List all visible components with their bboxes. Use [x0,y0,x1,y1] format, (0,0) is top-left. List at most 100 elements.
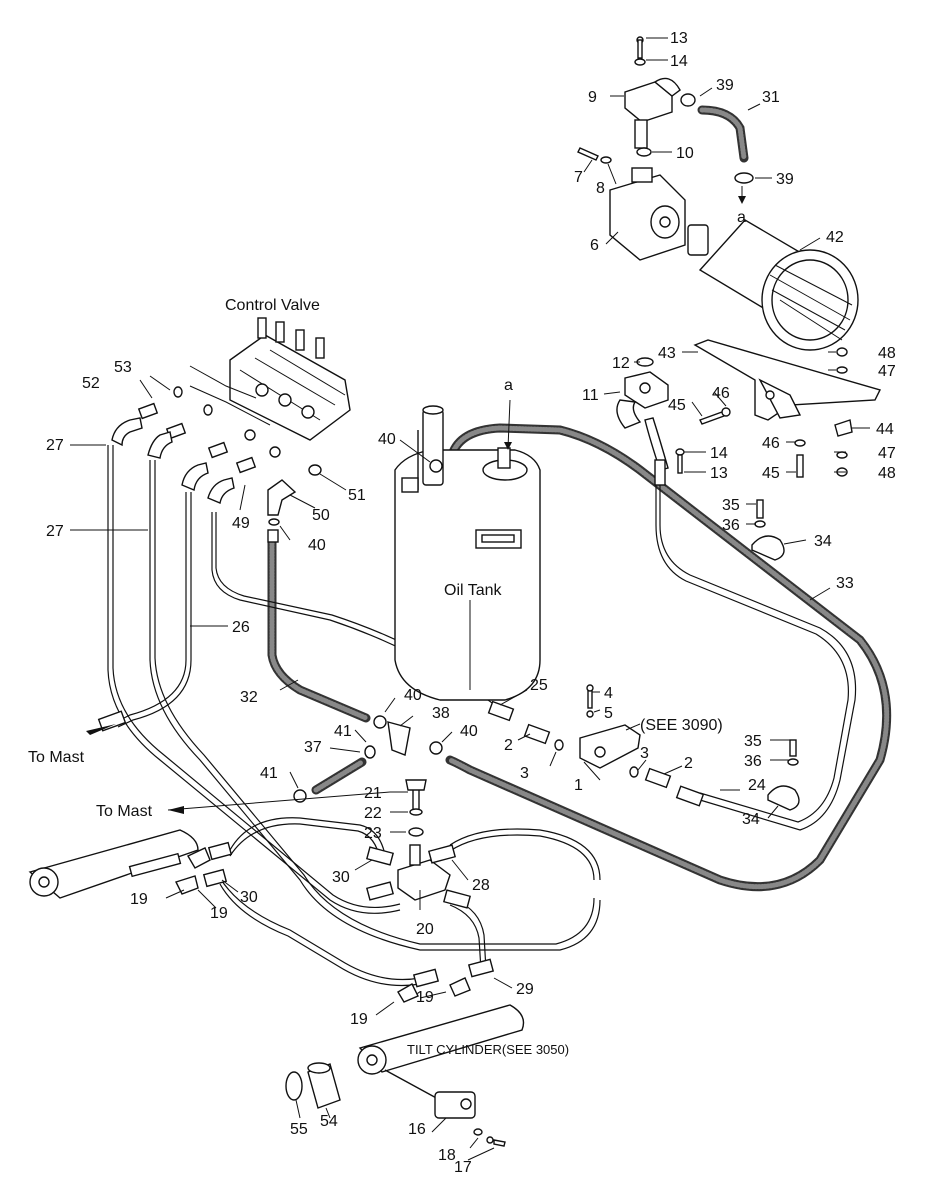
lift-cylinder [28,829,199,899]
callout-46: 46 [712,385,730,402]
callout-14: 14 [670,53,688,70]
cylinder-lines [219,817,601,987]
callout-48: 48 [878,345,896,362]
to-mast-caption-2: To Mast [96,803,153,820]
callout-17: 17 [454,1159,472,1176]
motor-42 [687,219,859,351]
callout-35: 35 [722,497,740,514]
arrow-a-tank [504,442,512,450]
callout-28: 28 [472,877,490,894]
to-mast-arrow-2 [168,806,184,814]
callout-40: 40 [404,687,422,704]
callout-48: 48 [878,465,896,482]
control-valve-caption: Control Valve [225,297,320,314]
ring-55 [285,1071,303,1101]
callout-41: 41 [260,765,278,782]
callout-34: 34 [814,533,832,550]
arrow-a-top [738,196,746,204]
callout-36: 36 [722,517,740,534]
callout-2: 2 [684,755,693,772]
hose-37 [311,757,367,795]
fitting-11 [616,371,669,429]
callout-24: 24 [748,777,766,794]
callout-31: 31 [762,89,780,106]
callout-19: 19 [416,989,434,1006]
callout-6: 6 [590,237,599,254]
suction-hose-33 [445,423,892,892]
callout-32: 32 [240,689,258,706]
callout-51: 51 [348,487,366,504]
callout-20: 20 [416,921,434,938]
callout-5: 5 [604,705,613,722]
callout-43: 43 [658,345,676,362]
callout-27: 27 [46,437,64,454]
callout-25: 25 [530,677,548,694]
callout-42: 42 [826,229,844,246]
callout-47: 47 [878,445,896,462]
connection-a-top: a [737,209,746,226]
callout-39: 39 [716,77,734,94]
callout-8: 8 [596,180,605,197]
see-3090-caption: (SEE 3090) [640,717,723,734]
callout-22: 22 [364,805,382,822]
oil-tank [394,405,541,701]
callout-23: 23 [364,825,382,842]
tilt-cylinder-caption: TILT CYLINDER(SEE 3050) [407,1042,569,1057]
callout-3: 3 [520,765,529,782]
callout-55: 55 [290,1121,308,1138]
callout-34: 34 [742,811,760,828]
callout-3: 3 [640,745,649,762]
callout-27: 27 [46,523,64,540]
small-fittings [97,36,853,1147]
callout-38: 38 [432,705,450,722]
callout-19: 19 [130,891,148,908]
callout-13: 13 [710,465,728,482]
callout-46: 46 [762,435,780,452]
callout-numbers: 13 14 9 39 31 10 7 8 39 6 42 12 43 48 47… [46,30,896,1176]
callout-39: 39 [776,171,794,188]
connection-a-tank: a [504,377,513,394]
callout-29: 29 [516,981,534,998]
callout-2: 2 [504,737,513,754]
callout-36: 36 [744,753,762,770]
callout-35: 35 [744,733,762,750]
callout-53: 53 [114,359,132,376]
callout-47: 47 [878,363,896,380]
callout-40: 40 [308,537,326,554]
callout-7: 7 [574,169,583,186]
fitting-9 [624,77,681,149]
callout-21: 21 [364,785,382,802]
callout-19: 19 [350,1011,368,1028]
pressure-hose-24-loop [655,482,857,831]
oil-tank-caption: Oil Tank [444,582,503,599]
leader-lines [70,37,870,1161]
callout-40: 40 [460,723,478,740]
callout-19: 19 [210,905,228,922]
callout-4: 4 [604,685,613,702]
callout-12: 12 [612,355,630,372]
bushing-54 [307,1062,341,1109]
callout-50: 50 [312,507,330,524]
callout-18: 18 [438,1147,456,1164]
to-mast-arrow-1 [86,724,116,735]
control-valve [229,317,351,441]
callout-26: 26 [232,619,250,636]
bracket-43 [693,339,882,421]
to-mast-caption-1: To Mast [28,749,85,766]
callout-9: 9 [588,89,597,106]
callout-44: 44 [876,421,894,438]
callout-30: 30 [240,889,258,906]
pump-6 [609,167,686,261]
callout-14: 14 [710,445,728,462]
callout-45: 45 [668,397,686,414]
callout-45: 45 [762,465,780,482]
tilt-cylinder [357,1004,525,1119]
callout-40: 40 [378,431,396,448]
hose-26 [115,492,192,728]
callout-49: 49 [232,515,250,532]
hose-31 [697,105,749,163]
callout-33: 33 [836,575,854,592]
callout-10: 10 [676,145,694,162]
